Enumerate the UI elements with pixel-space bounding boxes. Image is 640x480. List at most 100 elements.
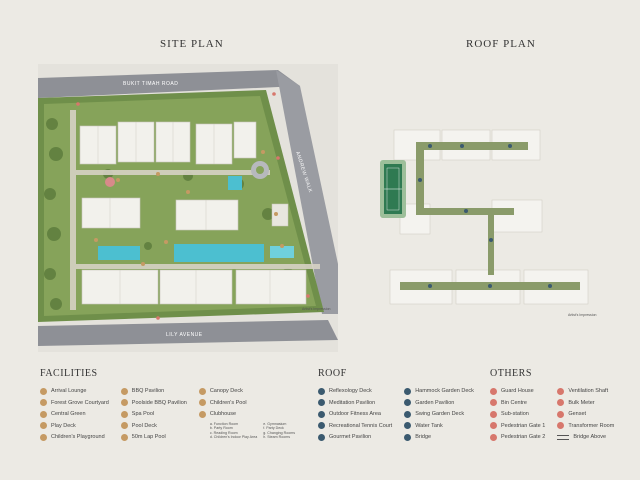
others-marker-icon [490, 433, 497, 441]
facilities-marker-icon [120, 387, 128, 395]
facilities-legend-item: Pool Deck [120, 422, 187, 430]
roof-legend-label: Meditation Pavilion [329, 399, 376, 406]
facilities-marker-icon [120, 410, 128, 418]
others-legend-label: Transformer Room [568, 422, 615, 429]
roof-impression-note: Artist's Impression [568, 313, 597, 317]
spa-pool [98, 246, 140, 260]
roof-legend-title: ROOF [318, 368, 347, 379]
clubhouse-sub-item: e. Gymnasium [263, 421, 287, 426]
clubhouse-sub-item: f. Party Deck [263, 426, 284, 431]
roof-marker-icon [318, 399, 325, 406]
facilities-marker-icon [40, 399, 47, 406]
lap-pool [174, 244, 264, 262]
others-legend-item: Pedestrian Gate 1 [490, 422, 545, 430]
others-legend-item: Transformer Room [557, 422, 614, 430]
roof-plan-heading: ROOF PLAN [466, 38, 536, 50]
facilities-marker-icon [198, 387, 206, 395]
east-road [276, 70, 338, 314]
roof-legend-label: Gourmet Pavilion [329, 434, 372, 440]
roof-facility-markers [418, 144, 552, 288]
others-legend-item: Ventilation Shaft [557, 387, 614, 395]
roof-marker-icon [318, 422, 325, 429]
roof-marker-icon [404, 399, 412, 406]
facilities-legend-label: Children's Pool [209, 399, 247, 406]
roof-legend-item: Outdoor Fitness Area [318, 410, 392, 418]
site-plan-map: BUKIT TIMAH ROAD ANDREW WALK LILY AVENUE [38, 64, 338, 352]
childrens-pool [270, 246, 294, 258]
others-legend-item: Pedestrian Gate 2 [490, 433, 545, 441]
roof-legend-label: Water Tank [415, 422, 443, 429]
clubhouse-sub-item: d. Children's Indoor Play Area [209, 435, 258, 440]
roof-legend-label: Swing Garden Deck [415, 411, 465, 417]
clubhouse-sub-item: h. Steam Rooms [263, 435, 291, 440]
facilities-legend-label: Central Green [51, 411, 86, 417]
facilities-legend-label: 50m Lap Pool [131, 434, 166, 440]
others-marker-icon [490, 399, 497, 406]
clubhouse-sub-item: b. Party Room [209, 426, 233, 431]
facilities-legend-label: Spa Pool [131, 411, 155, 417]
others-legend-item: Bulk Meter [557, 399, 614, 407]
others-marker-icon [557, 399, 565, 406]
roof-legend-item: Water Tank [404, 422, 474, 430]
site-impression-note: Artist's Impression [302, 307, 331, 311]
facilities-marker-icon [40, 422, 47, 429]
facilities-legend-item: Clubhouse [198, 410, 295, 418]
roof-marker-icon [318, 433, 325, 441]
facilities-legend-label: Poolside BBQ Pavilion [131, 399, 187, 406]
clubhouse-sub-item: c. Reading Room [209, 430, 238, 435]
facilities-legend-label: Play Deck [51, 422, 76, 429]
facilities-marker-icon [198, 399, 206, 406]
clubhouse-sub-item: a. Function Room [209, 421, 239, 426]
roof-legend-label: Reflexology Deck [329, 388, 372, 394]
facilities-legend-label: BBQ Pavilion [131, 388, 165, 394]
others-marker-icon [490, 422, 497, 429]
facilities-legend-item: Play Deck [40, 422, 109, 430]
roof-legend-item: Recreational Tennis Court [318, 422, 392, 430]
others-marker-icon [557, 387, 565, 395]
south-road-label: LILY AVENUE [166, 332, 203, 338]
bridge-above-line-icon [557, 434, 570, 440]
roof-legend-item: Bridge [404, 433, 474, 441]
others-legend-item: Genset [557, 410, 614, 418]
others-marker-icon [557, 422, 565, 429]
roof-legend-item: Gourmet Pavilion [318, 433, 392, 441]
facilities-legend-item: Forest Grove Courtyard [40, 399, 109, 407]
facilities-marker-icon [198, 410, 206, 418]
facilities-legend-label: Canopy Deck [209, 388, 243, 394]
roof-legend-label: Outdoor Fitness Area [329, 411, 381, 417]
facilities-legend-label: Children's Playground [51, 434, 105, 440]
facilities-legend-item: Children's Playground [40, 433, 109, 441]
roof-marker-icon [318, 387, 325, 395]
roof-legend-item: Swing Garden Deck [404, 410, 474, 418]
facilities-marker-icon [40, 410, 47, 418]
facilities-legend-label: Pool Deck [131, 422, 157, 429]
clubhouse [271, 203, 289, 227]
others-legend-label: Pedestrian Gate 2 [501, 434, 546, 440]
others-legend-item: Guard House [490, 387, 545, 395]
facilities-legend-label: Forest Grove Courtyard [51, 399, 109, 406]
middle-building-blocks [81, 197, 239, 231]
others-markers [76, 92, 310, 320]
roof-legend-item: Meditation Pavilion [318, 399, 392, 407]
roof-plan-map: Artist's Impression [370, 120, 610, 320]
others-legend-item: Bin Centre [490, 399, 545, 407]
facilities-marker-icon [120, 422, 128, 429]
childrens-playground [105, 177, 115, 187]
roof-marker-icon [404, 410, 412, 418]
roof-marker-icon [404, 387, 412, 395]
others-legend-label: Sub-station [501, 411, 529, 417]
roof-legend-item: Hammock Garden Deck [404, 387, 474, 395]
facilities-legend-item: Central Green [40, 410, 109, 418]
facilities-legend-item: Arrival Lounge [40, 387, 109, 395]
roof-legend-label: Hammock Garden Deck [415, 388, 474, 394]
north-road-label: BUKIT TIMAH ROAD [123, 81, 178, 87]
